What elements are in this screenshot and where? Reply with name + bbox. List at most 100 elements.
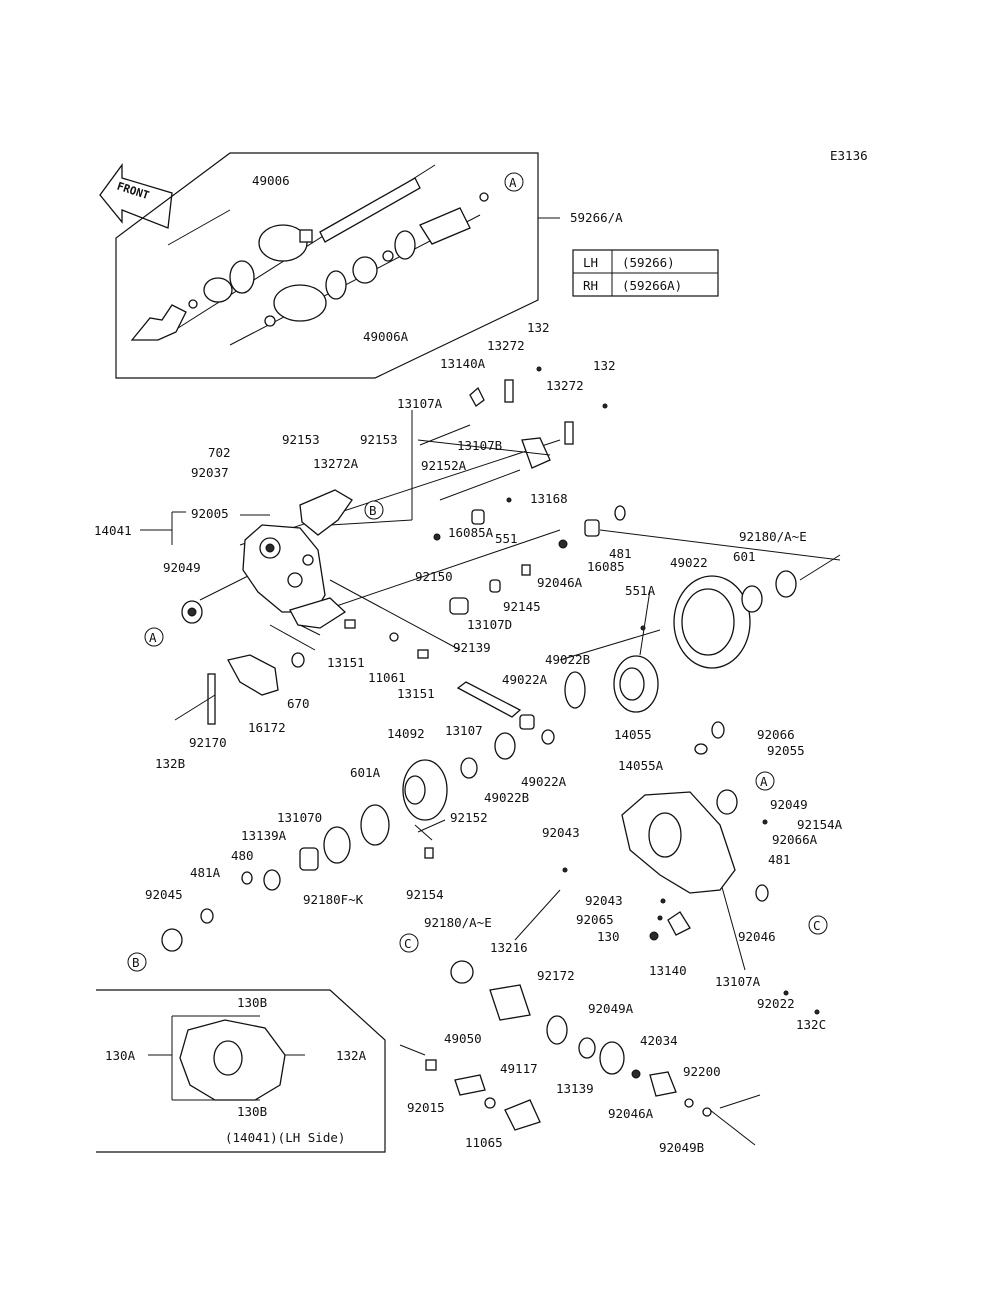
boot-lower	[273, 284, 327, 322]
part-label: 132	[593, 358, 616, 373]
part-label: 13151	[327, 655, 365, 670]
part-label: 132	[527, 320, 550, 335]
part-label: 92046A	[537, 575, 583, 590]
part-label: 92046A	[608, 1106, 654, 1121]
part-label: 49022A	[521, 774, 567, 789]
part-label: 130B	[237, 1104, 267, 1119]
bevel-gear	[564, 671, 586, 709]
bearings-and-seals	[181, 497, 626, 659]
part-label: 92066	[757, 727, 795, 742]
part-label: 13107A	[397, 396, 443, 411]
part-label: 14055	[614, 727, 652, 742]
part-label: 92022	[757, 996, 795, 1011]
part-label: 13107D	[467, 617, 512, 632]
part-label: 92170	[189, 735, 227, 750]
part-label: 601A	[350, 765, 381, 780]
part-label: 13272	[487, 338, 525, 353]
part-label: 13272A	[313, 456, 359, 471]
part-label: 92037	[191, 465, 229, 480]
part-label: 13107A	[715, 974, 761, 989]
part-label: 92152A	[421, 458, 467, 473]
boot-upper	[258, 224, 308, 262]
drive-shaft-group-frame	[115, 152, 560, 379]
part-label: 16172	[248, 720, 286, 735]
part-label: 481	[609, 546, 632, 561]
part-label: 551	[495, 531, 518, 546]
part-label: 49022A	[502, 672, 548, 687]
ref-c-left: C	[404, 936, 412, 951]
part-label: 13168	[530, 491, 568, 506]
pinion-gear	[489, 984, 531, 1021]
part-label: 132C	[796, 1017, 826, 1032]
part-label: 92045	[145, 887, 183, 902]
part-label: 13140A	[440, 356, 486, 371]
clamp-ring	[229, 260, 255, 294]
part-label: 49022B	[484, 790, 529, 805]
part-label: 670	[287, 696, 310, 711]
variant-table: LH (59266) RH (59266A)	[572, 249, 719, 297]
drive-shaft-assembly	[130, 164, 489, 346]
part-label: 13107	[445, 723, 483, 738]
part-label: 131070	[277, 810, 322, 825]
part-label: 13107B	[457, 438, 502, 453]
inset-caption: (14041)(LH Side)	[225, 1130, 345, 1145]
part-label: 92150	[415, 569, 453, 584]
part-label: 92154	[406, 887, 444, 902]
part-label: 92139	[453, 640, 491, 655]
part-label: 49022B	[545, 652, 590, 667]
part-label: 14041	[94, 523, 132, 538]
front-arrow: FRONT	[99, 163, 173, 229]
part-label: 49006	[252, 173, 290, 188]
part-label: 92180F~K	[303, 892, 364, 907]
ref-a-top: A	[509, 175, 517, 190]
part-label: 16085	[587, 559, 625, 574]
inner-race	[203, 277, 233, 303]
part-label: 132A	[336, 1048, 367, 1063]
part-label: 481	[768, 852, 791, 867]
part-label: 49006A	[363, 329, 409, 344]
part-label: 551A	[625, 583, 656, 598]
part-label: 480	[231, 848, 254, 863]
shift-rods	[417, 366, 608, 501]
part-label: 92005	[191, 506, 229, 521]
part-label: 13140	[649, 963, 687, 978]
part-label: 92049	[770, 797, 808, 812]
part-label: 11061	[368, 670, 406, 685]
part-label: 13272	[546, 378, 584, 393]
part-label: 130	[597, 929, 620, 944]
part-label: 49050	[444, 1031, 482, 1046]
ref-b-shim: B	[369, 503, 377, 518]
part-label: 11065	[465, 1135, 503, 1150]
ring-gear-and-diff	[456, 570, 797, 760]
part-label: 92046	[738, 929, 776, 944]
part-label: 92049	[163, 560, 201, 575]
part-label: 49022	[670, 555, 708, 570]
part-label: 92154A	[797, 817, 843, 832]
ref-a-right: A	[760, 774, 768, 789]
part-label: 132B	[155, 756, 185, 771]
part-label: 92043	[585, 893, 623, 908]
part-label: 92145	[503, 599, 541, 614]
variant-part-rh: (59266A)	[622, 278, 682, 293]
part-label: 92055	[767, 743, 805, 758]
ref-b-left: B	[132, 955, 140, 970]
part-label: 14055A	[618, 758, 664, 773]
part-label: 92180/A~E	[424, 915, 492, 930]
part-label: 92153	[282, 432, 320, 447]
part-label: 13139A	[241, 828, 287, 843]
variant-side-lh: LH	[583, 255, 598, 270]
part-label: 92015	[407, 1100, 445, 1115]
part-label: 92180/A~E	[739, 529, 807, 544]
shim-plate	[299, 489, 353, 536]
part-label: 92172	[537, 968, 575, 983]
differential-case-lh	[242, 489, 353, 629]
outer-joint	[130, 304, 187, 341]
part-label: 92153	[360, 432, 398, 447]
final-drive-parts	[161, 757, 478, 952]
part-label: 92049A	[588, 1001, 634, 1016]
part-label: 601	[733, 549, 756, 564]
output-parts	[425, 960, 820, 1131]
inset-frame	[96, 989, 386, 1153]
shift-fork-housing	[174, 652, 305, 725]
part-label: 92066A	[772, 832, 818, 847]
